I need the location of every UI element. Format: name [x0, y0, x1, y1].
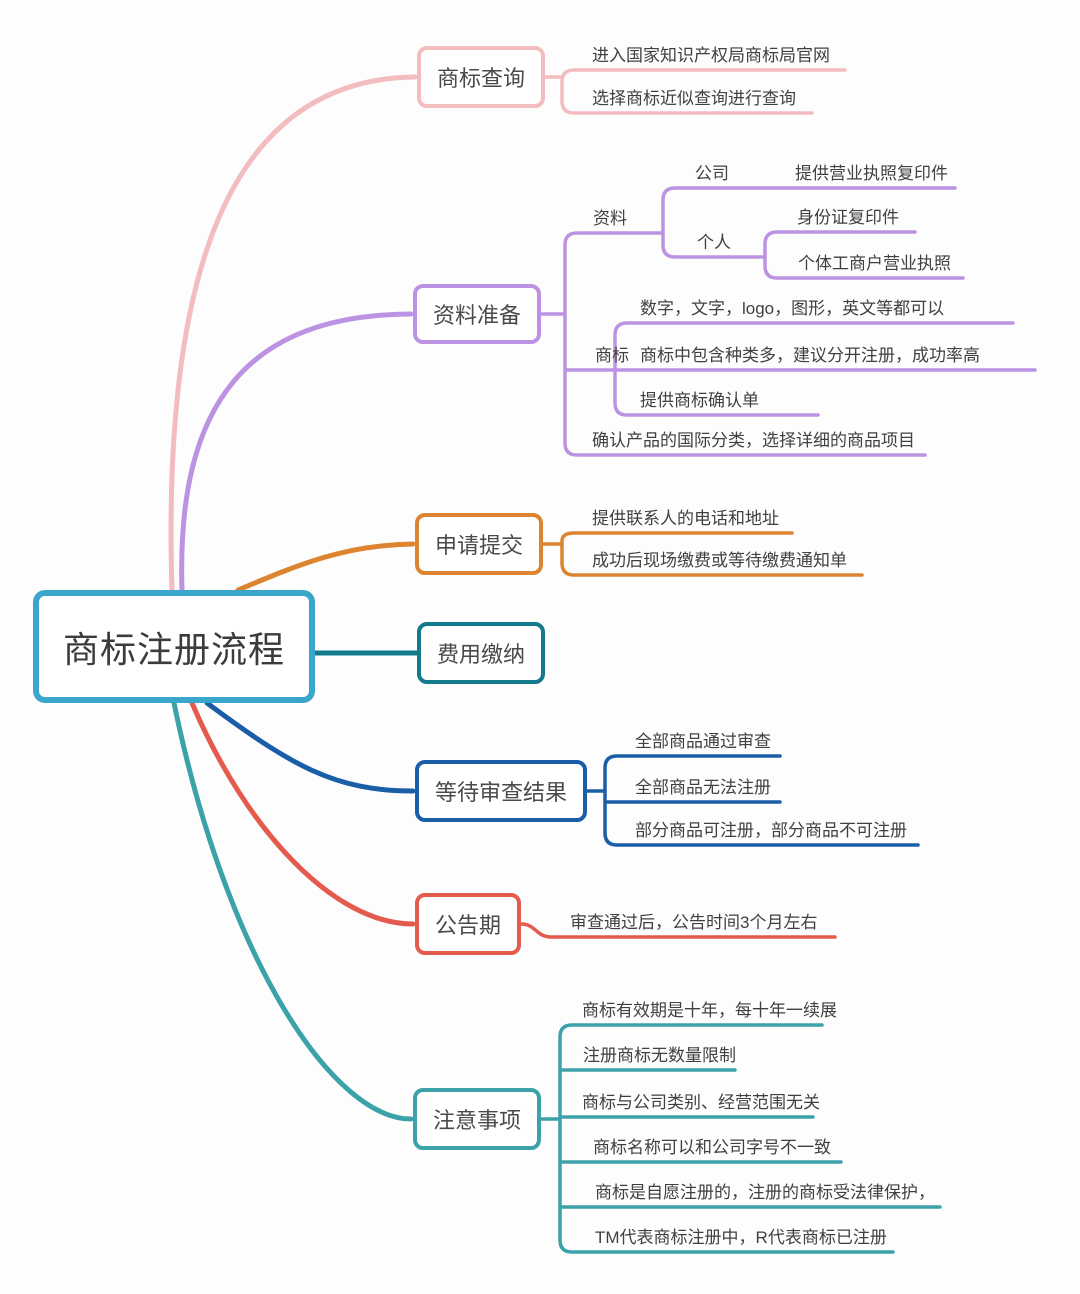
root-curve-review-result [204, 700, 416, 794]
bracket-announcement [519, 922, 837, 939]
root-curve-announcement [189, 700, 416, 927]
branch-notes-label: 注意事项 [432, 1108, 521, 1133]
leaf-topic[interactable]: 提供商标确认单 [640, 391, 759, 410]
leaf-topic[interactable]: 全部商品通过审查 [635, 732, 771, 751]
branch-review-result-label: 等待审查结果 [434, 780, 567, 805]
leaf-topic[interactable]: 部分商品可注册，部分商品不可注册 [635, 821, 907, 840]
leaf-topic[interactable]: 公司 [695, 164, 729, 183]
leaf-topic[interactable]: TM代表商标注册中，R代表商标已注册 [595, 1228, 887, 1247]
branch-fee-payment[interactable]: 费用缴纳 [417, 622, 545, 684]
branch-material-prep-label: 资料准备 [432, 303, 521, 328]
leaf-topic[interactable]: 个人 [697, 233, 731, 252]
leaf-topic[interactable]: 进入国家知识产权局商标局官网 [592, 46, 830, 65]
leaf-topic[interactable]: 商标 [595, 346, 629, 365]
leaf-topic[interactable]: 提供营业执照复印件 [795, 164, 948, 183]
leaf-topic[interactable]: 资料 [593, 209, 627, 228]
leaf-topic[interactable]: 提供联系人的电话和地址 [592, 509, 779, 528]
leaf-topic[interactable]: 商标中包含种类多，建议分开注册，成功率高 [640, 346, 980, 365]
branch-announcement[interactable]: 公告期 [415, 893, 521, 955]
leaf-topic[interactable]: 商标与公司类别、经营范围无关 [582, 1093, 820, 1112]
bracket-geren [763, 230, 965, 280]
branch-trademark-search[interactable]: 商标查询 [417, 46, 545, 108]
leaf-topic[interactable]: 选择商标近似查询进行查询 [592, 89, 796, 108]
leaf-topic[interactable]: 个体工商户营业执照 [798, 254, 951, 273]
root-curve-trademark-search [168, 74, 418, 593]
leaf-topic[interactable]: 审查通过后，公告时间3个月左右 [570, 913, 818, 932]
leaf-topic[interactable]: 成功后现场缴费或等待缴费通知单 [592, 551, 847, 570]
bracket-ziliao [661, 186, 957, 259]
leaf-topic[interactable]: 确认产品的国际分类，选择详细的商品项目 [592, 431, 915, 450]
bracket-trademark-search [543, 68, 847, 115]
root-topic[interactable]: 商标注册流程 [33, 590, 315, 703]
root-curve-material-prep [179, 311, 414, 593]
branch-trademark-search-label: 商标查询 [436, 66, 525, 91]
leaf-topic[interactable]: 数字，文字，logo，图形，英文等都可以 [640, 299, 945, 318]
leaf-topic[interactable]: 身份证复印件 [797, 208, 899, 227]
branch-material-prep[interactable]: 资料准备 [413, 284, 541, 344]
bracket-review-result [585, 754, 920, 847]
leaf-topic[interactable]: 全部商品无法注册 [635, 778, 771, 797]
branch-review-result[interactable]: 等待审查结果 [415, 760, 587, 822]
branch-application[interactable]: 申请提交 [415, 513, 543, 575]
root-curve-application [235, 541, 416, 593]
bracket-material-main [539, 231, 1037, 457]
leaf-topic[interactable]: 注册商标无数量限制 [583, 1046, 736, 1065]
bracket-shangbiao [613, 321, 1015, 417]
root-topic-label: 商标注册流程 [62, 628, 285, 670]
leaf-topic[interactable]: 商标有效期是十年，每十年一续展 [582, 1001, 837, 1020]
branch-application-label: 申请提交 [434, 533, 523, 558]
branch-fee-payment-label: 费用缴纳 [436, 642, 525, 667]
branch-notes[interactable]: 注意事项 [413, 1088, 541, 1150]
bracket-application [541, 531, 864, 577]
leaf-topic[interactable]: 商标名称可以和公司字号不一致 [593, 1138, 831, 1157]
bracket-notes [539, 1023, 942, 1254]
leaf-topic[interactable]: 商标是自愿注册的，注册的商标受法律保护， [595, 1183, 935, 1202]
branch-announcement-label: 公告期 [434, 913, 501, 938]
root-curve-notes [171, 700, 414, 1122]
